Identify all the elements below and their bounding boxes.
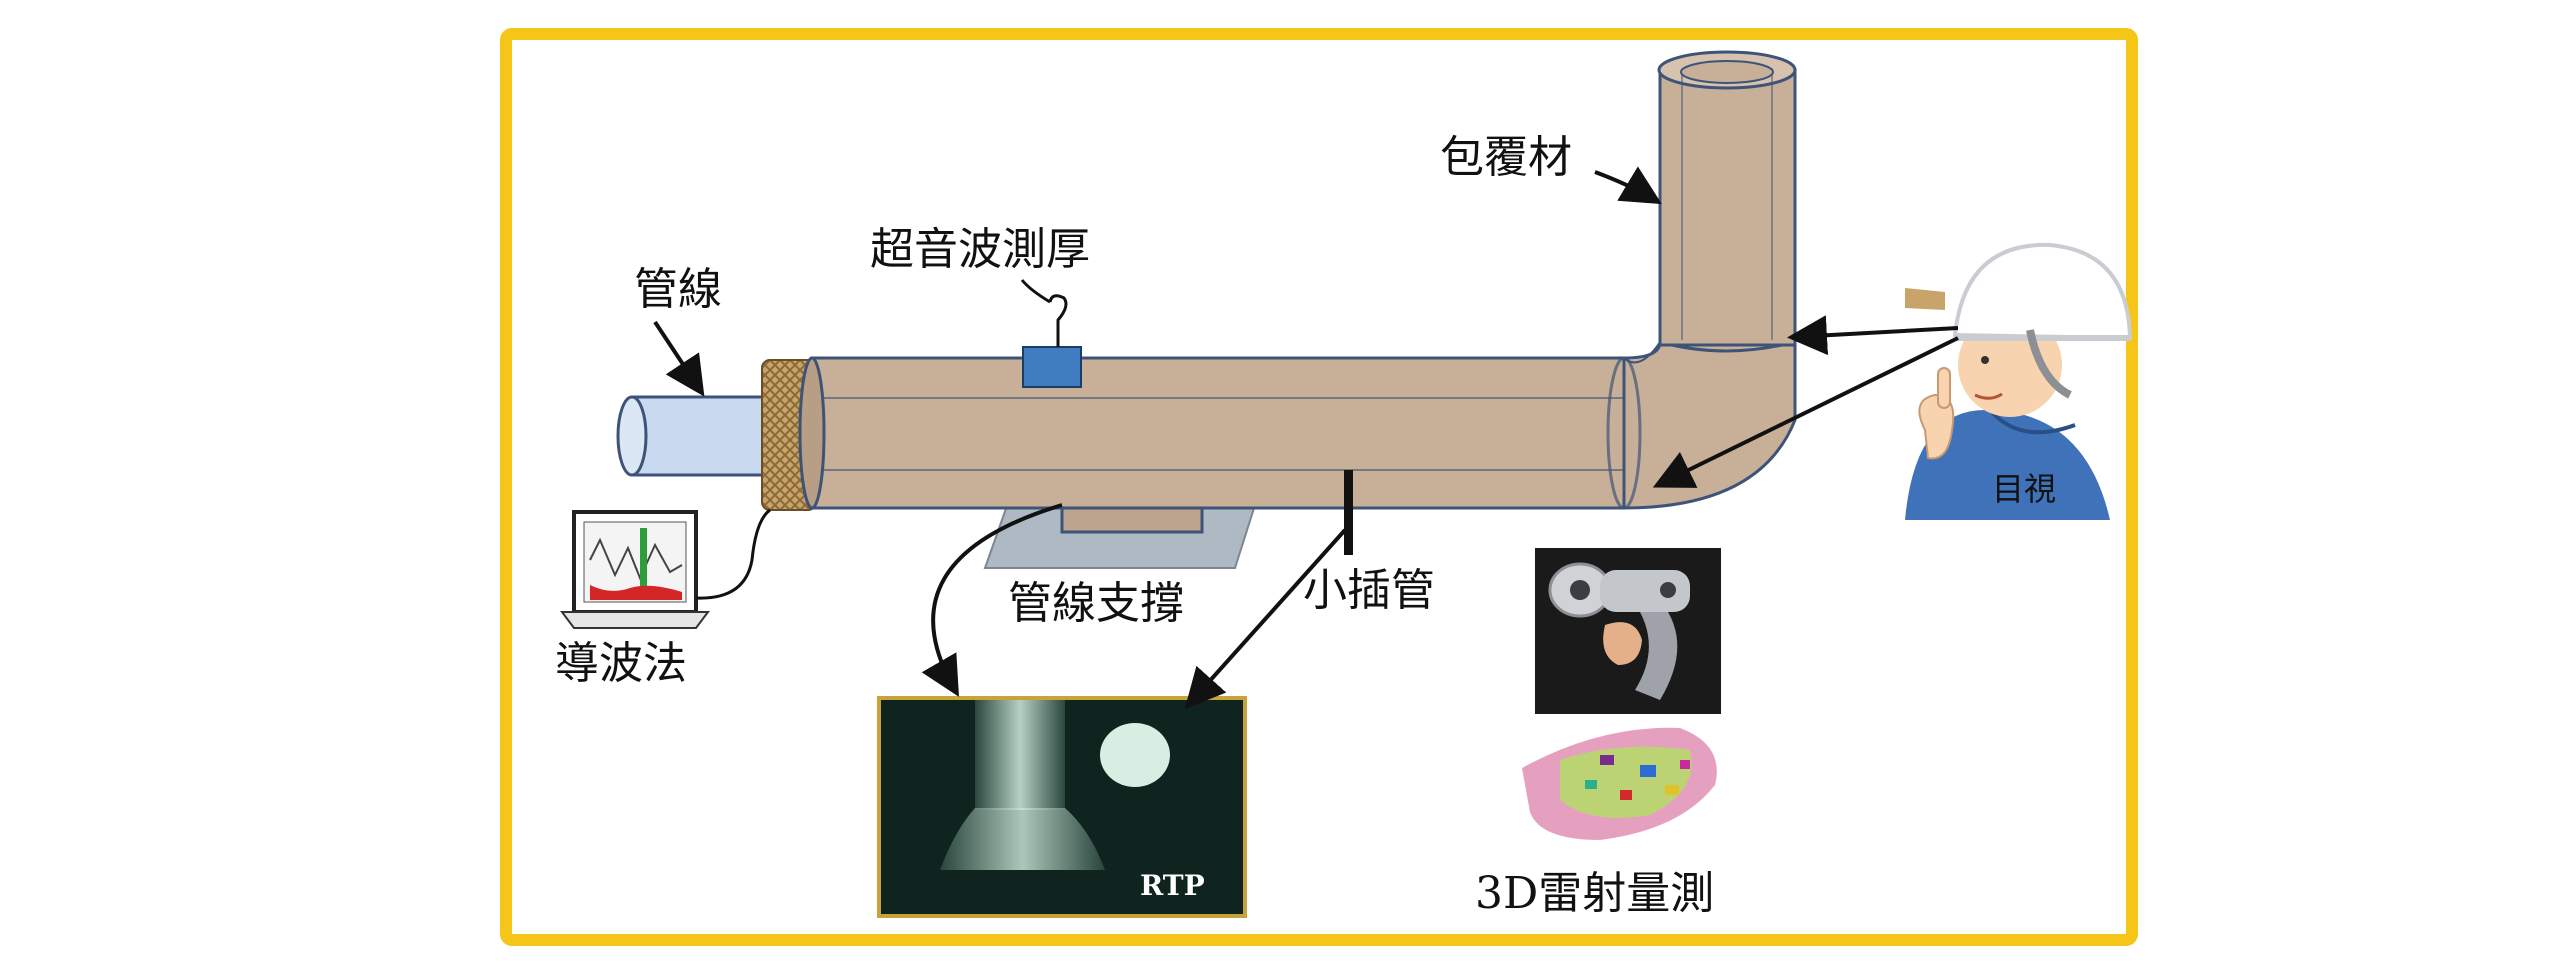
cladded-pipe-vertical [1657,50,1797,347]
label-guided-wave: 導波法 [555,638,687,689]
arrow-visual-1 [1787,315,1959,356]
arrow-support-to-rtp [921,503,1063,697]
label-ultrasonic-thickness: 超音波測厚 [870,224,1090,275]
ultrasonic-probe [1020,279,1082,388]
small-bore-pipe [1344,470,1353,555]
worker-icon [1905,242,2133,520]
arrow-smallbore-to-rtp [1184,528,1347,709]
label-3d-laser: 3D雷射量測 [1475,868,1714,919]
laptop-icon [560,510,710,629]
rtp-label: RTP [1140,869,1205,902]
label-small-bore-pipe: 小插管 [1303,565,1435,616]
cladded-pipe-horizontal [798,356,1626,510]
guided-wave-cable [695,508,771,600]
arrow-visual-2 [1652,336,1959,488]
label-pipe-support: 管線支撐 [1008,578,1184,629]
arrow-pipeline [653,320,705,397]
laser-scan-map-icon [1522,727,1717,840]
rtp-image-icon [877,696,1247,918]
label-visual: 目視 [1992,470,2056,508]
label-pipeline: 管線 [634,264,722,315]
laser-scanner-icon [1535,548,1721,714]
arrow-cladding [1594,166,1662,205]
label-cladding: 包覆材 [1440,132,1572,183]
